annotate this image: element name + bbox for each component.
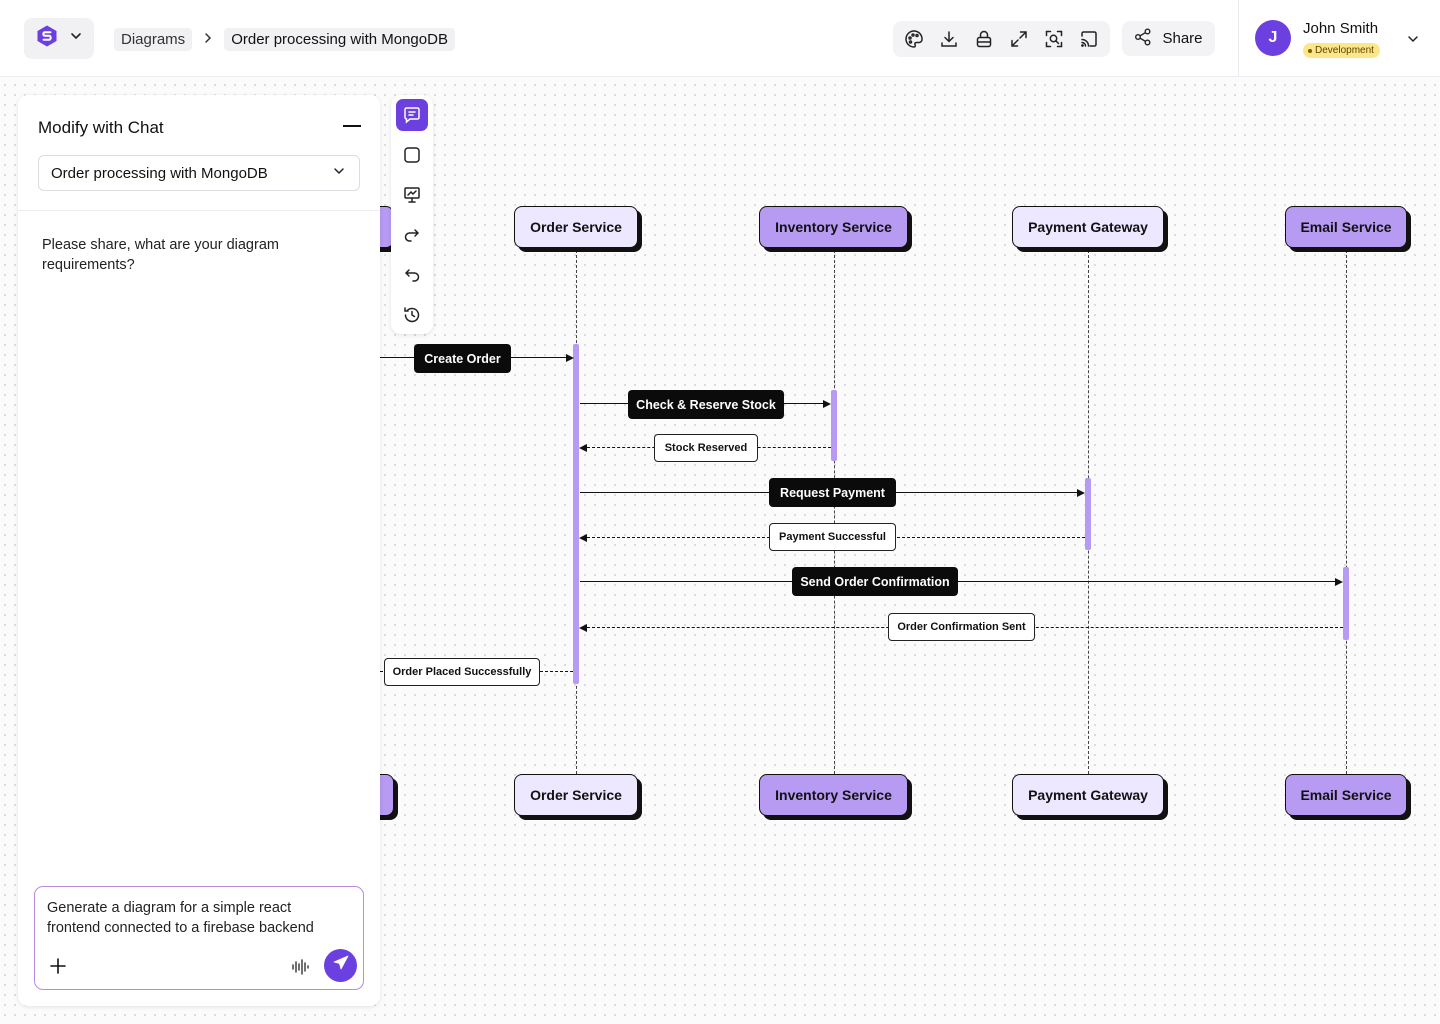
presentation-icon[interactable] bbox=[396, 179, 428, 211]
chat-input-text[interactable]: Generate a diagram for a simple react fr… bbox=[47, 900, 314, 936]
user-name: John Smith bbox=[1303, 20, 1379, 37]
environment-badge: Development bbox=[1303, 43, 1380, 58]
chat-panel-title: Modify with Chat bbox=[38, 118, 164, 137]
plus-icon[interactable] bbox=[47, 955, 69, 977]
redo-icon[interactable] bbox=[396, 219, 428, 251]
message-label[interactable]: Send Order Confirmation bbox=[792, 567, 958, 596]
message-label[interactable]: Create Order bbox=[414, 344, 511, 373]
chevron-down-icon bbox=[69, 29, 83, 48]
top-bar: Diagrams Order processing with MongoDB bbox=[0, 0, 1440, 77]
diagram-select[interactable]: Order processing with MongoDB bbox=[38, 155, 360, 191]
history-icon[interactable] bbox=[396, 299, 428, 331]
header-divider bbox=[1238, 0, 1239, 77]
focus-icon[interactable] bbox=[1040, 25, 1068, 53]
palette-icon[interactable] bbox=[900, 25, 928, 53]
arrowhead-right-icon bbox=[566, 353, 574, 362]
actor-order-service-top[interactable]: Order Service bbox=[514, 206, 638, 248]
shape-icon[interactable] bbox=[396, 139, 428, 171]
expand-icon[interactable] bbox=[1005, 25, 1033, 53]
lock-icon[interactable] bbox=[970, 25, 998, 53]
environment-label: Development bbox=[1315, 45, 1374, 56]
message-label[interactable]: Check & Reserve Stock bbox=[628, 390, 784, 419]
send-button[interactable] bbox=[324, 949, 357, 982]
share-label: Share bbox=[1162, 30, 1203, 47]
actor-hidden-bottom[interactable] bbox=[380, 774, 394, 816]
arrowhead-left-icon bbox=[579, 533, 587, 542]
cast-icon[interactable] bbox=[1075, 25, 1103, 53]
actor-email-service-bottom[interactable]: Email Service bbox=[1285, 774, 1407, 816]
chat-input[interactable]: Generate a diagram for a simple react fr… bbox=[34, 886, 364, 990]
actor-payment-gateway-bottom[interactable]: Payment Gateway bbox=[1012, 774, 1164, 816]
arrowhead-left-icon bbox=[579, 443, 587, 452]
user-menu-chevron-down-icon[interactable] bbox=[1403, 29, 1423, 49]
avatar[interactable]: J bbox=[1255, 20, 1291, 56]
actor-order-service-bottom[interactable]: Order Service bbox=[514, 774, 638, 816]
message-label[interactable]: Payment Successful bbox=[769, 523, 896, 551]
actor-inventory-service-top[interactable]: Inventory Service bbox=[759, 206, 908, 248]
send-icon bbox=[333, 955, 349, 976]
arrowhead-right-icon bbox=[823, 399, 831, 408]
breadcrumb-separator-icon bbox=[202, 31, 214, 47]
chat-panel: Modify with Chat Order processing with M… bbox=[18, 95, 380, 1006]
status-dot-icon bbox=[1308, 48, 1312, 53]
divider bbox=[18, 210, 380, 211]
arrowhead-right-icon bbox=[1335, 577, 1343, 586]
voice-waveform-icon[interactable] bbox=[289, 956, 311, 978]
logo-icon bbox=[35, 24, 59, 53]
message-label[interactable]: Stock Reserved bbox=[654, 434, 758, 462]
arrowhead-left-icon bbox=[579, 623, 587, 632]
share-button[interactable]: Share bbox=[1122, 21, 1215, 56]
breadcrumb-current[interactable]: Order processing with MongoDB bbox=[224, 27, 455, 51]
download-icon[interactable] bbox=[935, 25, 963, 53]
actor-email-service-top[interactable]: Email Service bbox=[1285, 206, 1407, 248]
message-label[interactable]: Order Placed Successfully bbox=[384, 658, 540, 686]
chat-icon[interactable] bbox=[396, 99, 428, 131]
message-label[interactable]: Request Payment bbox=[769, 478, 896, 507]
actor-payment-gateway-top[interactable]: Payment Gateway bbox=[1012, 206, 1164, 248]
lifeline-email-service bbox=[1346, 250, 1347, 774]
chevron-down-icon bbox=[331, 163, 347, 183]
message-label[interactable]: Order Confirmation Sent bbox=[888, 613, 1035, 641]
workspace-switcher-button[interactable] bbox=[24, 18, 94, 59]
arrowhead-right-icon bbox=[1077, 488, 1085, 497]
share-icon bbox=[1134, 28, 1152, 50]
assistant-message: Please share, what are your diagram requ… bbox=[42, 237, 279, 273]
breadcrumb-diagrams[interactable]: Diagrams bbox=[114, 27, 193, 51]
actor-inventory-service-bottom[interactable]: Inventory Service bbox=[759, 774, 908, 816]
lifeline-inventory-service bbox=[834, 250, 835, 774]
diagram-tools bbox=[893, 21, 1110, 57]
activation-order-service bbox=[573, 344, 579, 684]
activation-payment-gateway bbox=[1085, 478, 1091, 550]
breadcrumb: Diagrams Order processing with MongoDB bbox=[114, 26, 455, 52]
activation-email-service bbox=[1343, 567, 1349, 640]
activation-inventory-service bbox=[831, 390, 837, 461]
diagram-select-value: Order processing with MongoDB bbox=[51, 164, 268, 182]
canvas-toolbar bbox=[391, 95, 433, 334]
diagram-canvas[interactable]: Order Service Inventory Service Payment … bbox=[380, 78, 1440, 1024]
undo-icon[interactable] bbox=[396, 259, 428, 291]
minimize-icon[interactable] bbox=[340, 117, 364, 135]
